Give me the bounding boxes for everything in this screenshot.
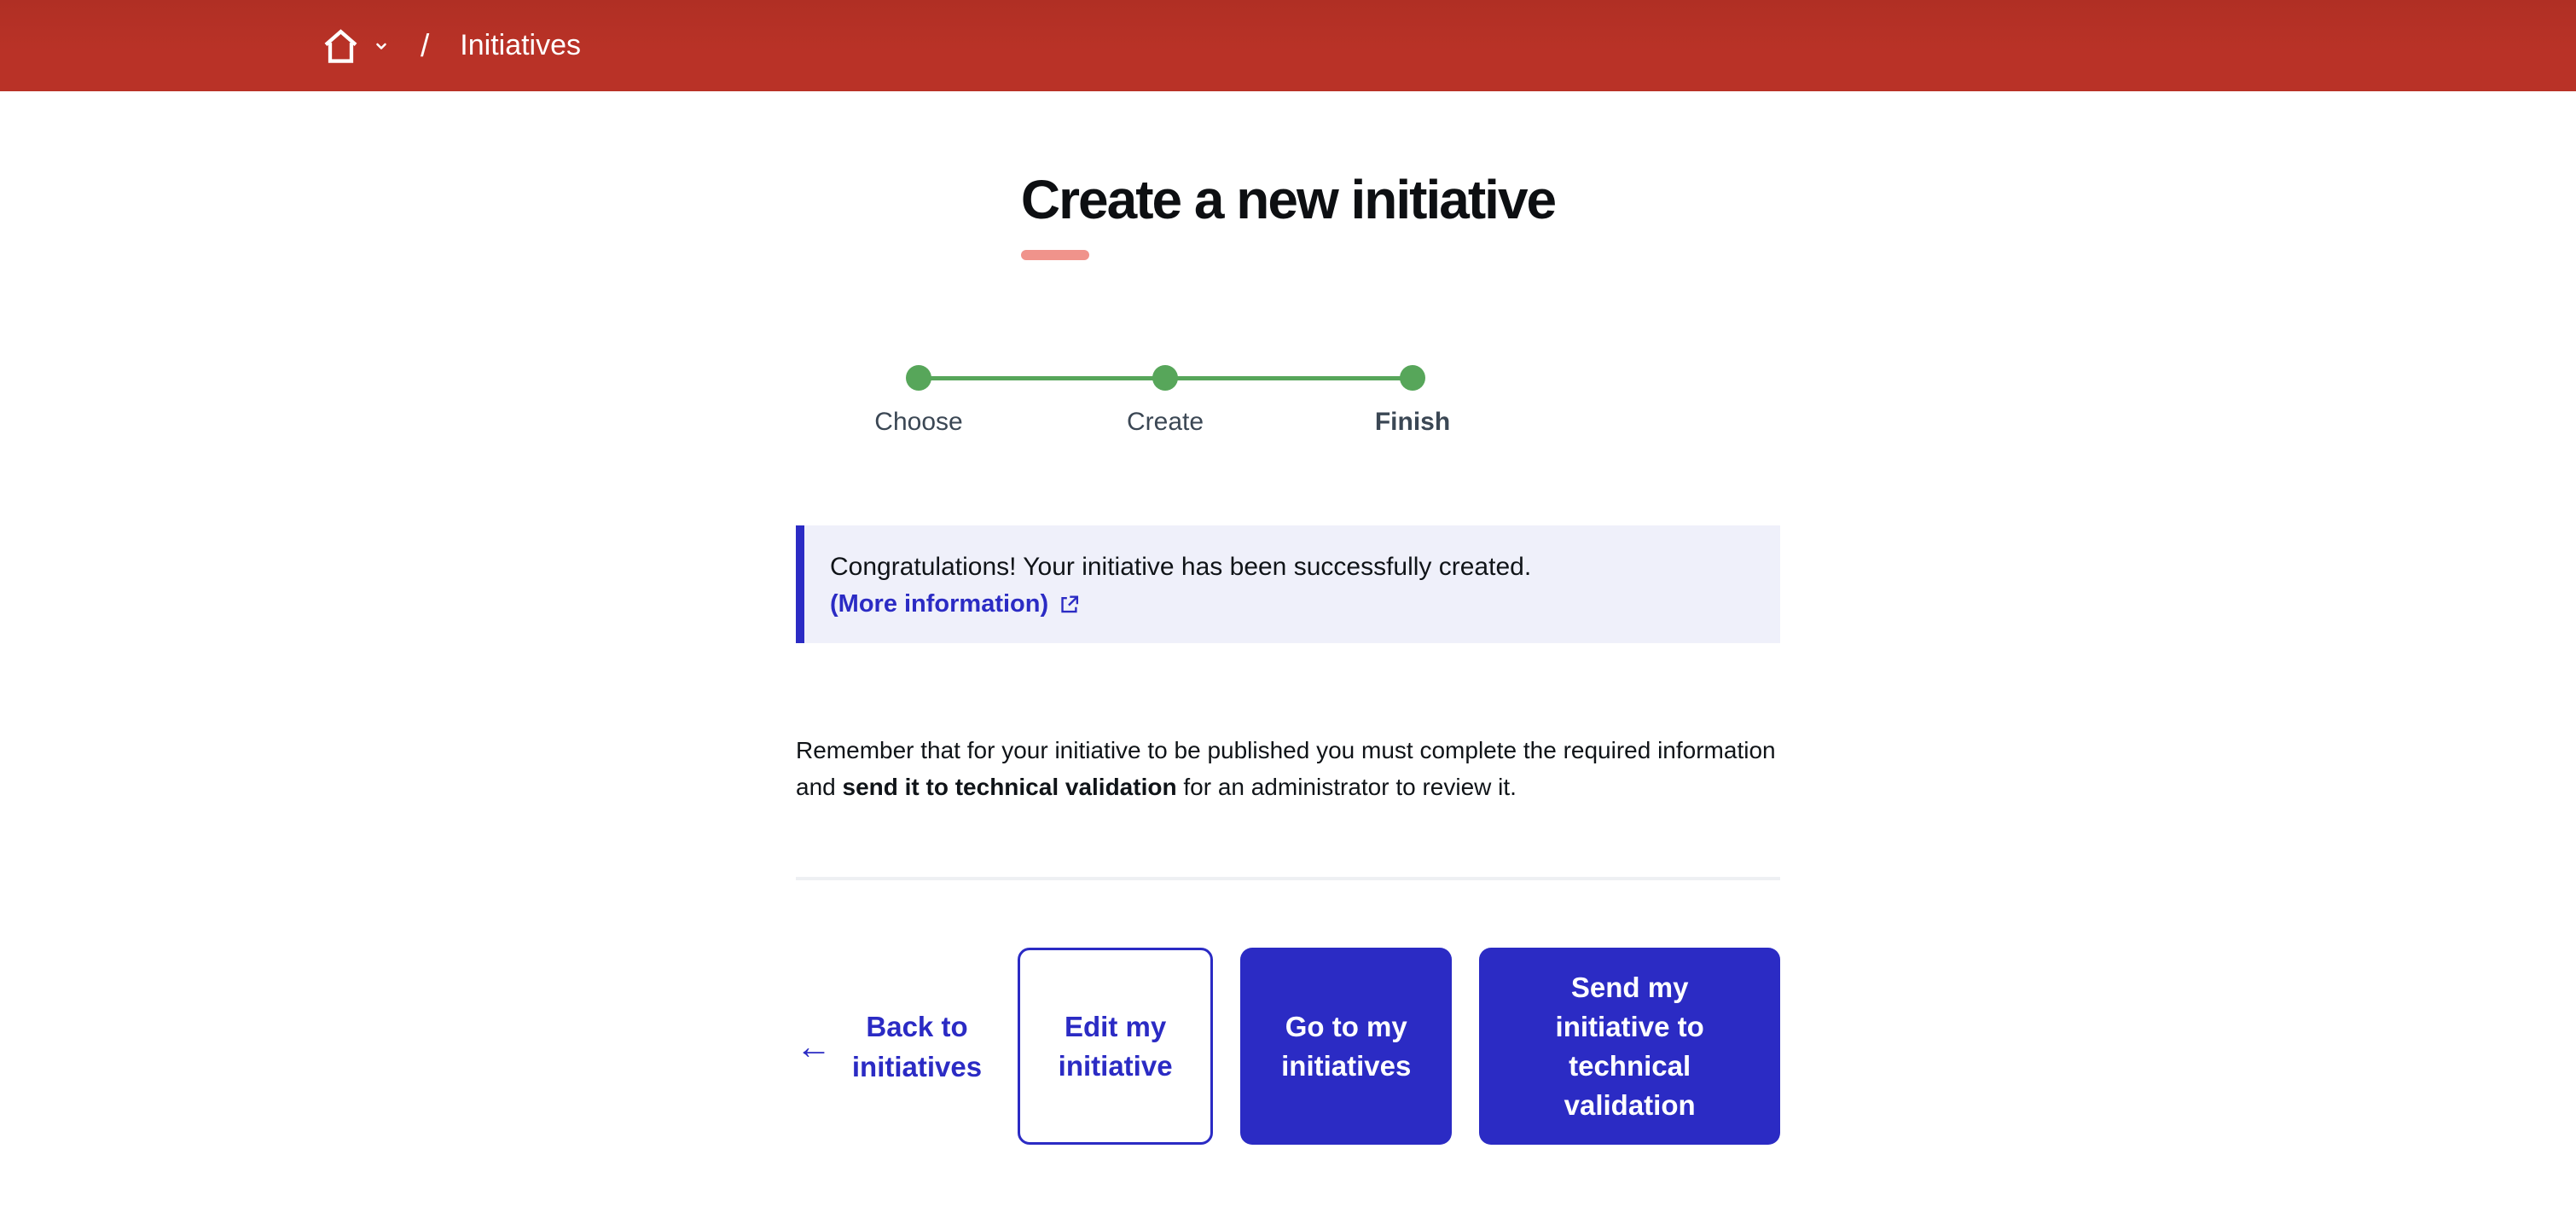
success-alert: Congratulations! Your initiative has bee…	[796, 525, 1780, 643]
left-arrow-icon: ←	[796, 1025, 832, 1066]
more-information-label: (More information)	[830, 590, 1049, 618]
stepper-dot-create	[1152, 365, 1178, 391]
page-title: Create a new initiative	[1020, 168, 1557, 260]
breadcrumb-separator: /	[421, 27, 430, 63]
back-to-initiatives-label: Back to initiatives	[851, 1010, 983, 1082]
edit-my-initiative-button[interactable]: Edit my initiative	[1018, 948, 1214, 1145]
validation-note: Remember that for your initiative to be …	[796, 732, 1780, 805]
wizard-stepper: Choose Create Finish	[796, 358, 1780, 444]
top-nav-bar: / Initiatives	[0, 0, 2576, 91]
stepper-dot-choose	[906, 365, 931, 391]
home-dropdown-toggle[interactable]	[371, 36, 392, 56]
home-button[interactable]	[322, 28, 360, 63]
note-bold-text: send it to technical validation	[842, 774, 1177, 800]
breadcrumb-initiatives[interactable]: Initiatives	[460, 29, 582, 61]
stepper-label-choose: Choose	[874, 408, 963, 436]
title-underline-accent	[1020, 250, 1089, 260]
main-content: Create a new initiative /* underline app…	[796, 168, 1780, 1145]
home-icon	[324, 29, 357, 63]
external-link-icon	[1061, 595, 1079, 612]
back-to-initiatives-link[interactable]: ← Back to initiatives	[796, 948, 990, 1145]
title-section: Create a new initiative	[796, 168, 1780, 260]
note-text-after: for an administrator to review it.	[1176, 774, 1517, 800]
more-information-link[interactable]: (More information)	[830, 587, 1080, 621]
stepper-dot-finish	[1400, 365, 1425, 391]
divider	[796, 877, 1780, 880]
stepper-label-create: Create	[1126, 408, 1204, 436]
action-buttons-row: ← Back to initiatives Edit my initiative…	[796, 948, 1780, 1145]
chevron-down-icon	[376, 43, 386, 49]
send-to-technical-validation-button[interactable]: Send my initiative to technical validati…	[1479, 948, 1780, 1145]
alert-message: Congratulations! Your initiative has bee…	[830, 553, 1532, 581]
stepper-label-finish: Finish	[1374, 408, 1451, 436]
note-text-before: Remember that for your initiative to be …	[796, 737, 1776, 800]
go-to-my-initiatives-button[interactable]: Go to my initiatives	[1240, 948, 1453, 1145]
